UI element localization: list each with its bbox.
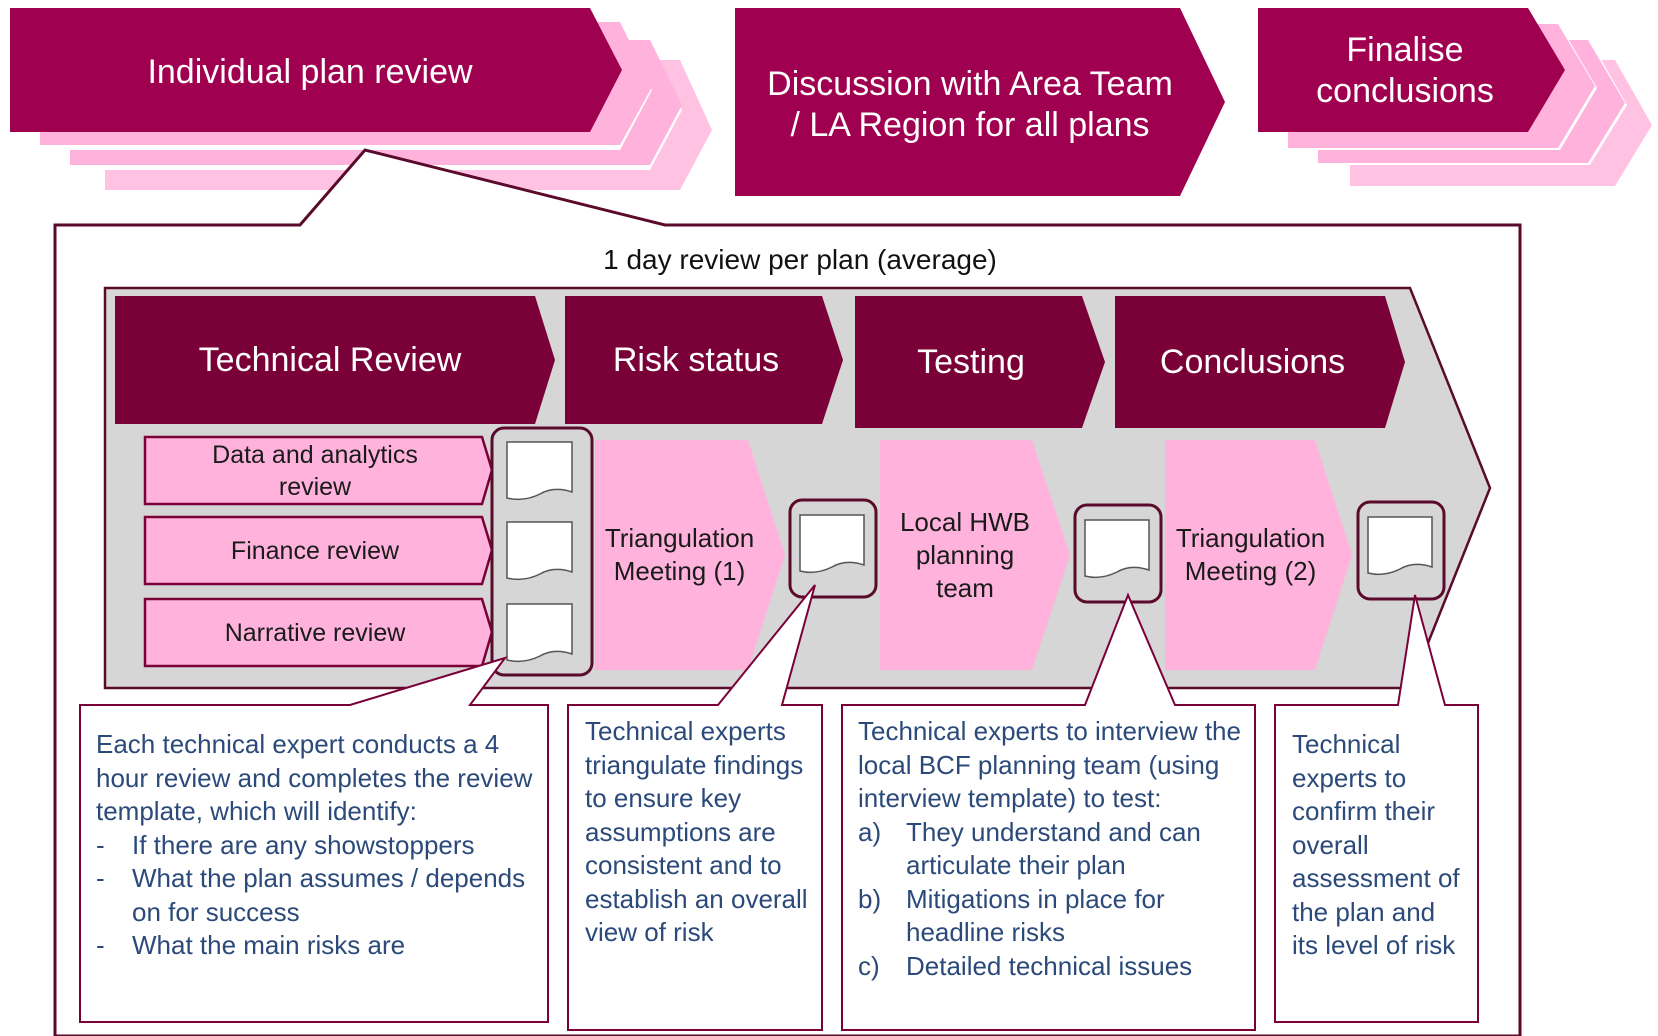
list-item: -If there are any showstoppers xyxy=(96,829,536,863)
process-step-local-hwb: Local HWB planning team xyxy=(899,506,1031,603)
callout-conclusions xyxy=(1274,594,1479,1023)
note-technical-text: Each technical expert conducts a 4 hour … xyxy=(96,729,533,826)
bullet-marker: - xyxy=(96,829,105,860)
note-technical: Each technical expert conducts a 4 hour … xyxy=(96,728,536,963)
top-step-discussion-shape xyxy=(735,8,1225,196)
review-item-narrative: Narrative review xyxy=(224,618,406,647)
phase-label-conclusions: Conclusions xyxy=(1159,342,1346,381)
note-testing: Technical experts to interview the local… xyxy=(858,715,1243,983)
top-step-label-1: Individual plan review xyxy=(147,53,473,92)
review-template-documents xyxy=(490,426,594,677)
callout-technical xyxy=(79,656,549,1023)
risk-status-document xyxy=(788,498,878,599)
bullet-marker: - xyxy=(96,863,105,893)
list-item: -What the plan assumes / depends on for … xyxy=(96,862,536,929)
top-step-individual-plan-review-shape xyxy=(10,8,712,190)
callout-testing xyxy=(841,592,1256,1031)
top-step-finalise-shape xyxy=(1258,8,1652,186)
note-risk: Technical experts triangulate findings t… xyxy=(585,715,815,950)
note-risk-text: Technical experts triangulate findings t… xyxy=(585,716,808,947)
phase-label-technical-review: Technical Review xyxy=(198,340,462,379)
note-conclusions: Technical experts to confirm their overa… xyxy=(1292,728,1467,963)
process-step-triangulation-1: Triangulation Meeting (1) xyxy=(604,523,755,586)
bullet-marker: - xyxy=(96,930,105,960)
callout-risk xyxy=(567,584,823,1031)
phase-arrows xyxy=(115,296,1405,428)
list-item: b)Mitigations in place for headline risk… xyxy=(858,883,1165,948)
top-step-label-2: Discussion with Area Team / LA Region fo… xyxy=(767,65,1173,144)
top-step-label-3: Finalise conclusions xyxy=(1316,30,1494,110)
note-testing-text: Technical experts to interview the local… xyxy=(858,716,1241,813)
review-item-shapes xyxy=(143,435,494,668)
process-step-triangulation-2: Triangulation Meeting (2) xyxy=(1175,523,1326,586)
list-item: -What the main risks are xyxy=(96,929,536,963)
testing-document xyxy=(1073,503,1163,604)
conclusions-document xyxy=(1356,500,1446,601)
list-item: a)They understand and can articulate the… xyxy=(858,816,1201,881)
phase-label-risk-status: Risk status xyxy=(612,340,780,379)
review-caption: 1 day review per plan (average) xyxy=(603,244,997,276)
review-item-data-analytics: Data and analytics review xyxy=(212,440,418,501)
note-testing-items: a)They understand and can articulate the… xyxy=(858,816,1243,984)
note-technical-bullets: -If there are any showstoppers -What the… xyxy=(96,829,536,963)
process-step-shapes xyxy=(595,440,1352,670)
review-item-finance: Finance review xyxy=(230,536,400,565)
phase-label-testing: Testing xyxy=(917,342,1025,381)
list-item: c)Detailed technical issues xyxy=(858,950,1193,981)
note-conclusions-text: Technical experts to confirm their overa… xyxy=(1292,729,1460,960)
